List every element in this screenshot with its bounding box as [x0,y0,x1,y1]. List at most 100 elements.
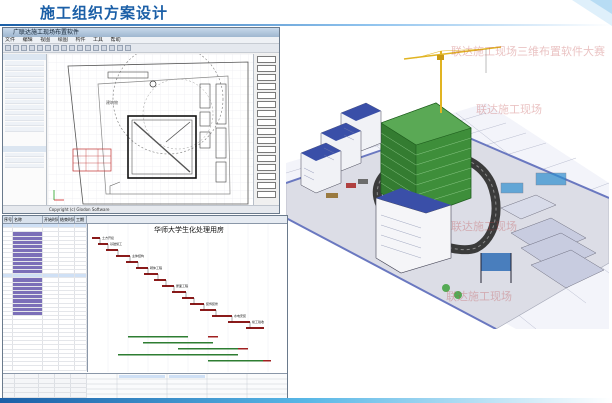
tree-item[interactable] [5,121,44,126]
palette-item[interactable] [257,110,276,117]
table-row[interactable] [3,253,87,258]
menu-view[interactable]: 视图 [40,37,51,43]
menu-draw[interactable]: 绘图 [57,37,68,43]
table-row[interactable] [3,257,87,262]
table-row[interactable] [3,383,87,389]
line-icon[interactable] [77,45,83,51]
table-row[interactable] [3,295,87,300]
redo-icon[interactable] [37,45,43,51]
tree-item[interactable] [5,94,44,99]
table-row[interactable] [3,374,87,379]
cad-site-layout-window[interactable]: 广联达施工现场布置软件 文件 编辑 视图 绘图 构件 工具 帮助 [2,27,280,214]
menu-tools[interactable]: 工具 [93,37,104,43]
table-row[interactable] [3,249,87,254]
table-row[interactable] [3,349,87,354]
property-row[interactable] [5,152,44,157]
measure-icon[interactable] [109,45,115,51]
table-row[interactable] [3,261,87,266]
zoom-in-icon[interactable] [45,45,51,51]
save-icon[interactable] [21,45,27,51]
open-icon[interactable] [13,45,19,51]
table-row[interactable] [3,303,87,308]
palette-item[interactable] [257,182,276,189]
table-row[interactable] [3,232,87,237]
menu-help[interactable]: 帮助 [110,37,121,43]
component-tree-panel[interactable] [3,54,47,205]
palette-item[interactable] [257,128,276,135]
layer-icon[interactable] [117,45,123,51]
tree-item[interactable] [5,127,44,132]
col-duration[interactable]: 工期 [75,216,87,223]
new-icon[interactable] [5,45,11,51]
palette-item[interactable] [257,74,276,81]
table-row[interactable] [3,278,87,283]
tree-item[interactable] [5,110,44,115]
table-row[interactable] [3,358,87,363]
tree-item[interactable] [5,105,44,110]
palette-item[interactable] [257,146,276,153]
table-row[interactable] [3,320,87,325]
table-row[interactable] [3,270,87,275]
tree-item[interactable] [5,83,44,88]
palette-item[interactable] [257,164,276,171]
palette-item[interactable] [257,65,276,72]
component-palette[interactable] [253,54,279,205]
view3d-icon[interactable] [125,45,131,51]
table-row[interactable] [3,299,87,304]
table-row[interactable] [3,244,87,250]
palette-item[interactable] [257,56,276,63]
table-row[interactable] [3,353,87,358]
resource-table[interactable] [3,374,87,400]
table-row[interactable] [3,286,87,291]
table-row[interactable] [3,388,87,394]
table-row[interactable] [3,378,87,384]
task-detail-panel[interactable] [3,373,287,400]
table-row[interactable] [3,341,87,346]
property-row[interactable] [5,163,44,168]
table-row[interactable] [3,265,87,271]
col-end[interactable]: 结束时间 [60,216,75,223]
rect-icon[interactable] [85,45,91,51]
table-row[interactable] [3,311,87,317]
circle-icon[interactable] [93,45,99,51]
zoom-out-icon[interactable] [53,45,59,51]
menu-component[interactable]: 构件 [75,37,86,43]
table-row[interactable] [3,337,87,342]
text-icon[interactable] [101,45,107,51]
gantt-schedule-window[interactable]: 序号 名称 开始时间 结束时间 工期 华师大学生化处理用房 [2,215,288,401]
tree-item[interactable] [5,72,44,77]
palette-item[interactable] [257,155,276,162]
table-row[interactable] [3,345,87,350]
table-row[interactable] [3,316,87,321]
col-index[interactable]: 序号 [4,216,13,223]
tree-item[interactable] [5,77,44,82]
table-row[interactable] [3,291,87,296]
menu-edit[interactable]: 编辑 [22,37,33,43]
table-row[interactable] [3,393,87,398]
palette-item[interactable] [257,83,276,90]
palette-item[interactable] [257,137,276,144]
palette-item[interactable] [257,173,276,180]
tree-item[interactable] [5,116,44,121]
table-row[interactable] [3,282,87,287]
tree-item[interactable] [5,66,44,71]
menu-file[interactable]: 文件 [5,37,16,43]
undo-icon[interactable] [29,45,35,51]
table-row[interactable] [3,236,87,241]
table-row[interactable] [3,240,87,245]
select-icon[interactable] [69,45,75,51]
palette-item[interactable] [257,191,276,198]
property-row[interactable] [5,158,44,163]
table-row[interactable] [3,366,87,371]
col-name[interactable]: 名称 [13,216,43,223]
palette-item[interactable] [257,101,276,108]
tree-item[interactable] [5,88,44,93]
col-start[interactable]: 开始时间 [44,216,59,223]
tree-item[interactable] [5,61,44,66]
task-table[interactable] [3,224,87,372]
cad-drawing-canvas[interactable]: 建筑物 [48,54,254,207]
tree-item[interactable] [5,99,44,104]
table-row[interactable] [3,228,87,233]
table-row[interactable] [3,307,87,312]
table-row[interactable] [3,328,87,333]
